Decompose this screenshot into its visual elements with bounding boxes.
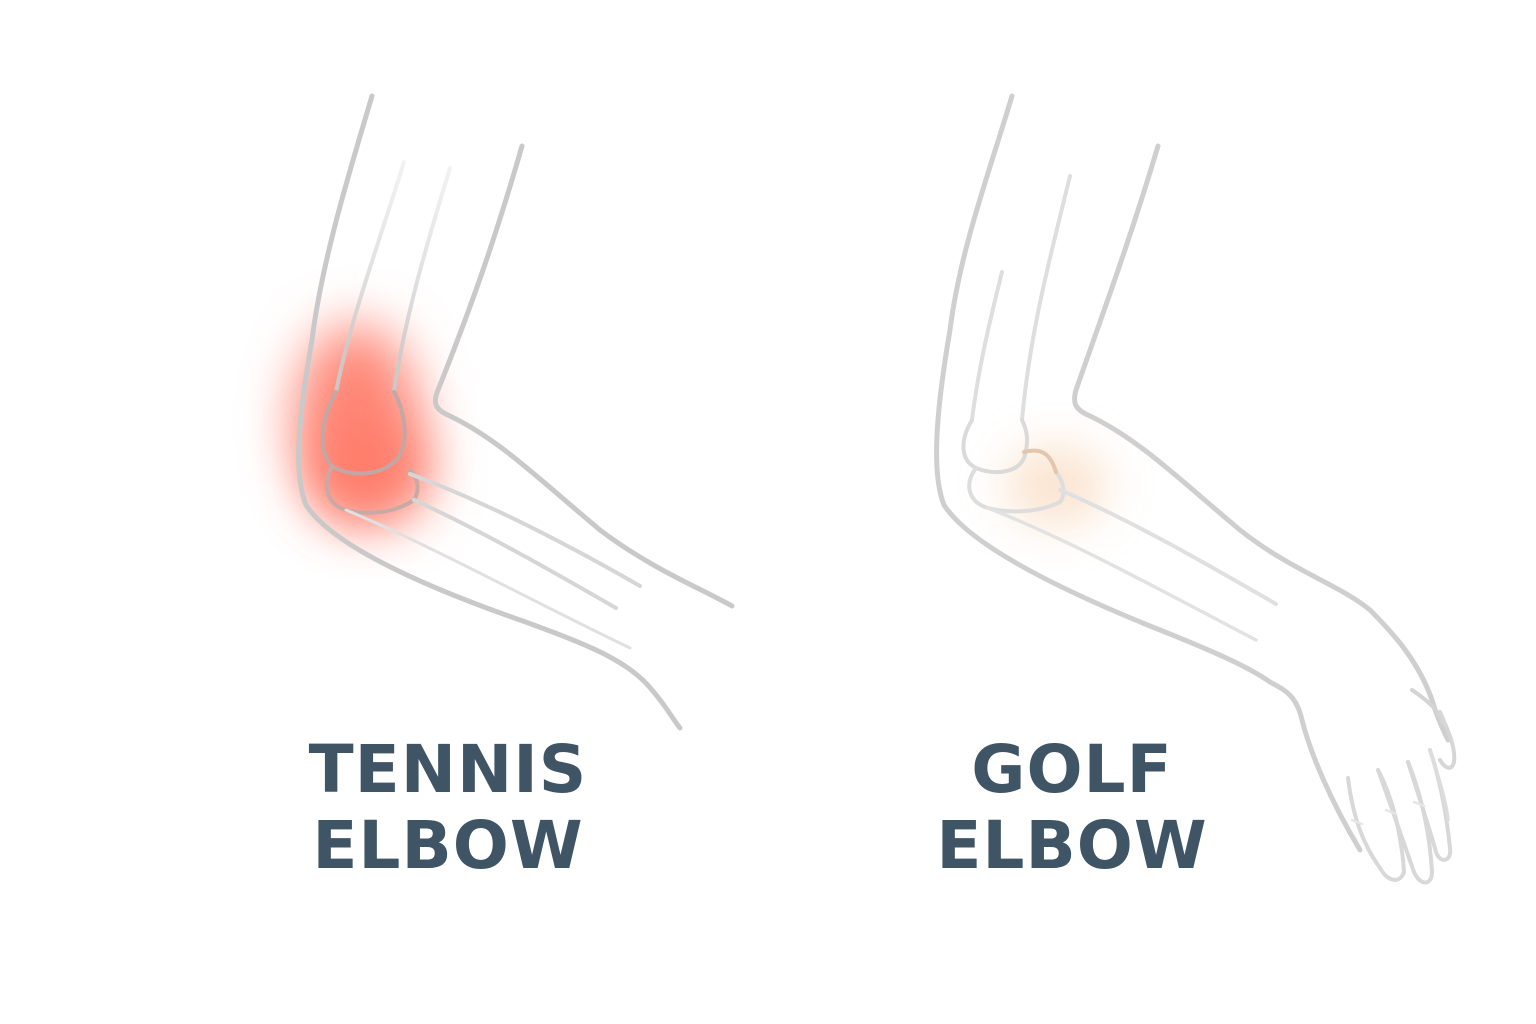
tennis-arm-inner-contour — [432, 143, 735, 609]
golf-hand — [1346, 688, 1457, 885]
tennis-elbow-pain-highlight — [294, 324, 430, 524]
golf-radius-line — [1058, 488, 1278, 606]
golf-humerus-condyle — [961, 418, 1030, 475]
golf-elbow-label-line-2: ELBOW — [936, 807, 1208, 884]
golf-elbow-label-line-1: GOLF — [971, 731, 1173, 808]
tennis-elbow-label-line-2: ELBOW — [312, 807, 584, 884]
golf-finger-4 — [1428, 748, 1450, 822]
tennis-ulna-head — [324, 464, 420, 515]
golf-ulna-line — [986, 506, 1258, 642]
tennis-arm-outer-contour — [296, 93, 683, 731]
tennis-radius-line-2 — [412, 498, 618, 610]
golf-elbow-arm — [934, 93, 1457, 885]
tennis-ulna-line — [344, 508, 632, 650]
golf-elbow-pain-highlight — [1004, 444, 1108, 528]
golf-arm-outer-contour — [934, 93, 1363, 853]
golf-ulna-head — [967, 466, 1066, 514]
tennis-humerus-condyle — [320, 390, 407, 476]
golf-humerus-line-2 — [1020, 174, 1072, 422]
tennis-humerus-line-2 — [392, 166, 452, 394]
tennis-humerus-line-1 — [334, 160, 406, 394]
golf-humerus-line-1 — [970, 270, 1004, 422]
tennis-elbow-arm — [294, 93, 735, 731]
tennis-radius-line-1 — [408, 472, 642, 588]
golf-knuckle-creases — [1350, 800, 1426, 826]
golf-thumb — [1438, 710, 1457, 770]
golf-arm-inner-contour — [1072, 143, 1451, 743]
golf-joint-cap — [1022, 448, 1058, 474]
tennis-elbow-label-line-1: TENNIS — [308, 731, 588, 808]
tennis-elbow-label: TENNIS ELBOW — [248, 732, 648, 884]
golf-elbow-label: GOLF ELBOW — [872, 732, 1272, 884]
